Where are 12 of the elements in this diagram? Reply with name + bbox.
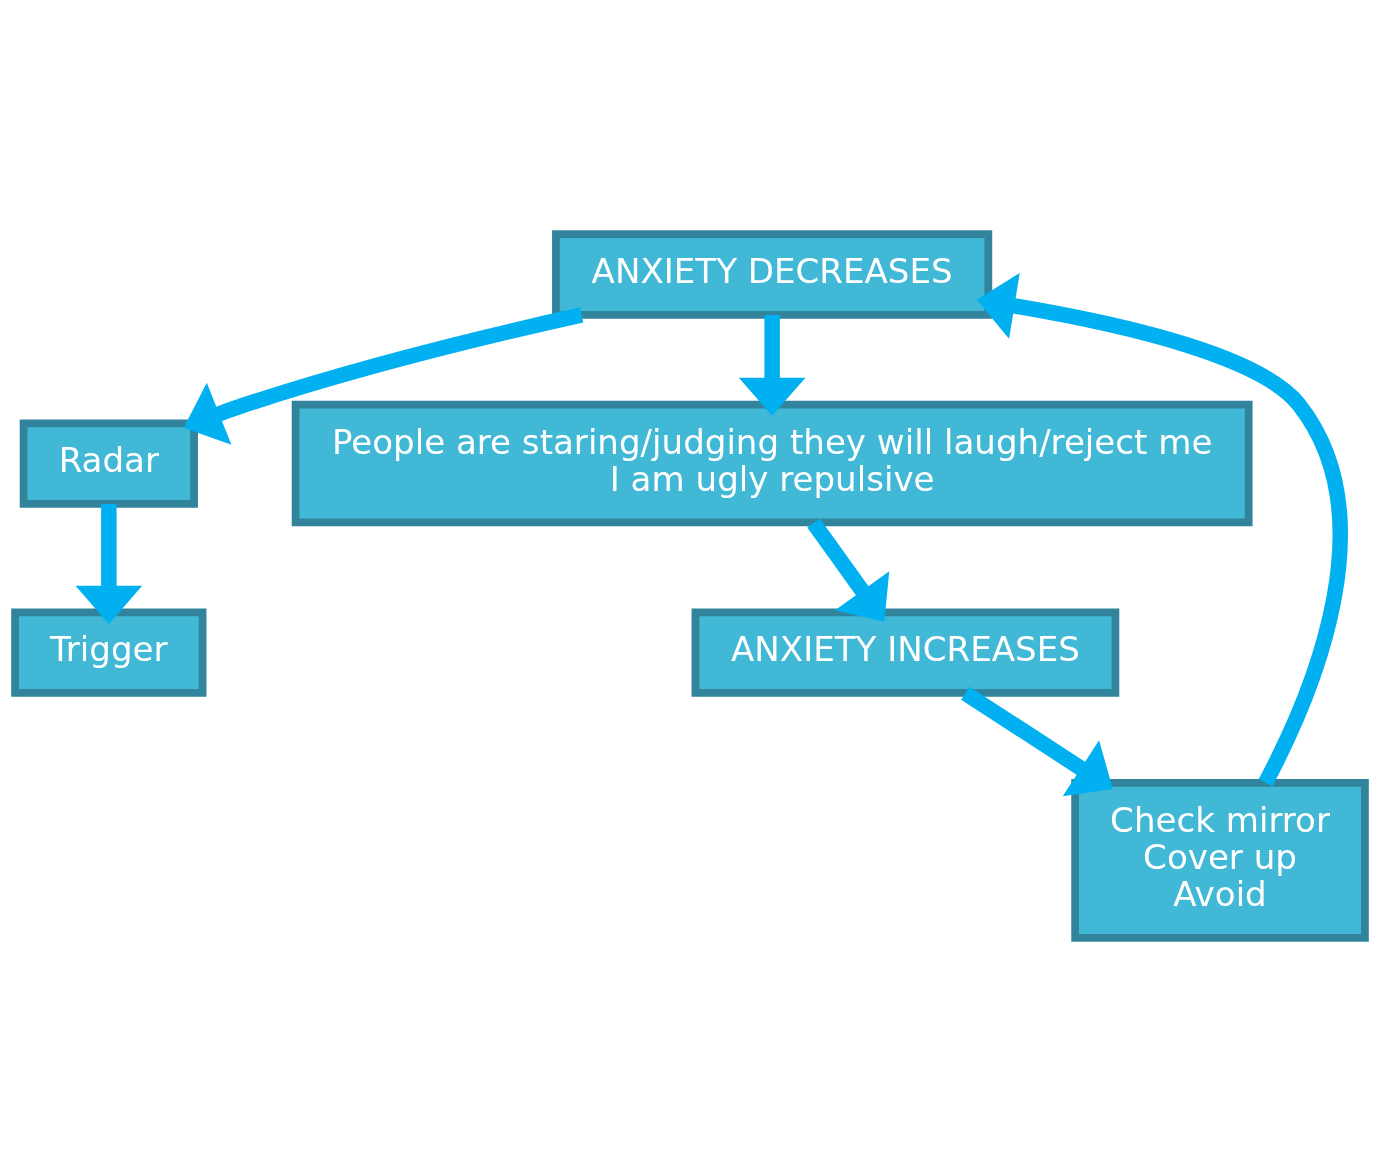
arrow — [75, 503, 143, 624]
node-box: ANXIETY INCREASES — [691, 607, 1120, 697]
arrow — [183, 306, 584, 445]
node-box: Trigger — [11, 607, 207, 697]
node-box: ANXIETY DECREASES — [552, 229, 993, 319]
arrow — [807, 517, 890, 622]
node-box: Radar — [19, 418, 198, 508]
arrow — [976, 272, 1348, 786]
arrow — [738, 314, 806, 416]
node-box: Check mirror Cover up Avoid — [1071, 778, 1369, 942]
node-box: People are staring/judging they will laugh/reject me I am ugly repulsive — [291, 400, 1253, 526]
arrow — [961, 686, 1113, 796]
